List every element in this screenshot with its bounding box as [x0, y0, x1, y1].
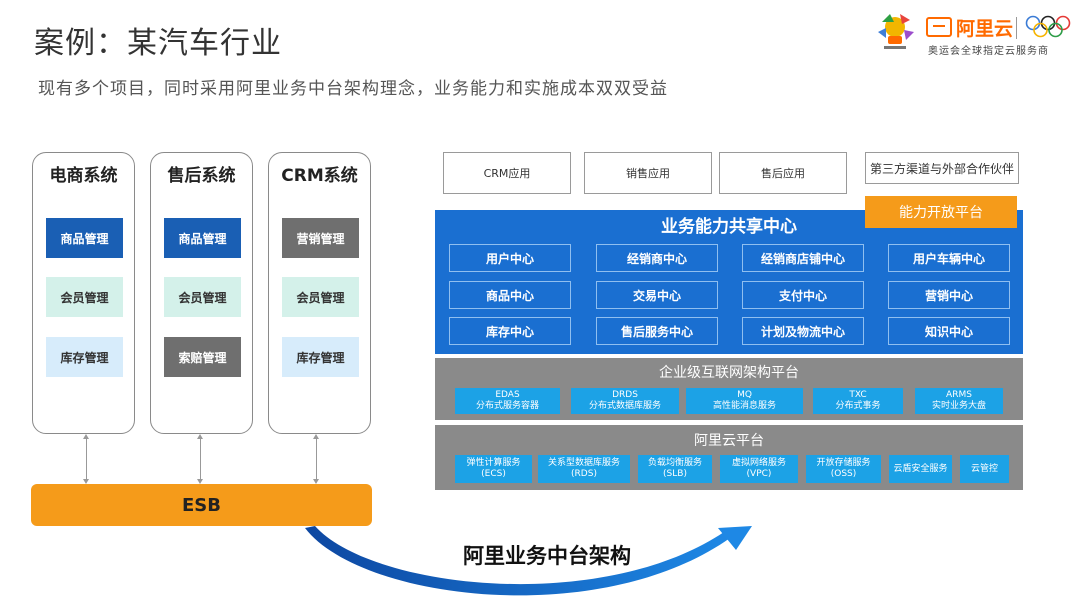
cloud-service-box: 开放存储服务(OSS)	[806, 455, 881, 483]
service-desc: (SLB)	[663, 469, 687, 479]
service-desc: 高性能消息服务	[712, 401, 776, 411]
capability-box: 商品中心	[449, 281, 571, 309]
app-box-sales: 销售应用	[584, 152, 712, 194]
connector-arrow-down	[197, 479, 203, 484]
olympic-rings-icon	[1025, 15, 1071, 38]
capability-box: 库存中心	[449, 317, 571, 345]
connector-arrow-up	[83, 434, 89, 439]
connector-line	[316, 438, 317, 480]
module-box: 营销管理	[282, 218, 359, 258]
service-name: 关系型数据库服务	[547, 458, 620, 468]
module-box: 会员管理	[282, 277, 359, 317]
enterprise-platform-title: 企业级互联网架构平台	[659, 365, 799, 381]
after-sales-system: 售后系统 商品管理 会员管理 索赔管理	[150, 152, 253, 434]
connector-line	[200, 438, 201, 480]
transformation-arrow-icon	[305, 526, 752, 596]
capability-box: 知识中心	[888, 317, 1010, 345]
service-name: 云盾安全服务	[893, 463, 948, 474]
service-name: 弹性计算服务	[466, 458, 521, 468]
capability-box: 经销商店铺中心	[742, 244, 864, 272]
capability-box: 用户中心	[449, 244, 571, 272]
system-title: CRM系统	[281, 166, 358, 186]
ecommerce-system: 电商系统 商品管理 会员管理 库存管理	[32, 152, 135, 434]
crm-system: CRM系统 营销管理 会员管理 库存管理	[268, 152, 371, 434]
capability-box: 交易中心	[596, 281, 718, 309]
shared-center-title: 业务能力共享中心	[661, 217, 797, 237]
connector-arrow-up	[197, 434, 203, 439]
service-desc: 实时业务大盘	[931, 401, 986, 411]
service-desc: 分布式数据库服务	[588, 401, 661, 411]
cloud-service-box: 负载均衡服务(SLB)	[638, 455, 712, 483]
service-desc: (OSS)	[830, 469, 857, 479]
logo-divider	[1016, 17, 1017, 39]
esb-bus: ESB	[31, 484, 372, 526]
logo-tagline: 奥运会全球指定云服务商	[928, 46, 1049, 57]
page-title: 案例：某汽车行业	[34, 26, 282, 61]
service-name: TXC	[849, 390, 867, 400]
connector-arrow-down	[313, 479, 319, 484]
cloud-service-box: 关系型数据库服务(RDS)	[538, 455, 630, 483]
shared-capability-center	[435, 210, 1023, 354]
service-name: ARMS	[946, 390, 972, 400]
service-desc: (ECS)	[481, 469, 506, 479]
cloud-service-box: 弹性计算服务(ECS)	[455, 455, 532, 483]
service-desc: (VPC)	[746, 469, 772, 479]
service-name: EDAS	[495, 390, 520, 400]
capability-box: 营销中心	[888, 281, 1010, 309]
connector-line	[86, 438, 87, 480]
app-box-crm: CRM应用	[443, 152, 571, 194]
cloud-service-box: 云盾安全服务	[889, 455, 952, 483]
connector-arrow-up	[313, 434, 319, 439]
module-box: 商品管理	[164, 218, 241, 258]
service-name: DRDS	[612, 390, 638, 400]
aliyun-bracket-icon	[926, 17, 952, 37]
cloud-service-box: 云管控	[960, 455, 1009, 483]
module-box: 商品管理	[46, 218, 123, 258]
module-box: 会员管理	[46, 277, 123, 317]
app-box-after-sales: 售后应用	[719, 152, 847, 194]
system-title: 电商系统	[49, 166, 118, 186]
cloud-service-box: 虚拟网络服务(VPC)	[720, 455, 798, 483]
module-box: 库存管理	[46, 337, 123, 377]
module-box: 会员管理	[164, 277, 241, 317]
app-box-partners: 第三方渠道与外部合作伙伴	[865, 152, 1019, 184]
connector-arrow-down	[83, 479, 89, 484]
page-subtitle: 现有多个项目，同时采用阿里业务中台架构理念，业务能力和实施成本双双受益	[38, 79, 668, 99]
service-name: MQ	[737, 390, 752, 400]
module-box: 库存管理	[282, 337, 359, 377]
architecture-label: 阿里业务中台架构	[463, 544, 631, 568]
aliyun-logo: 阿里云	[926, 14, 1013, 41]
service-name: 负载均衡服务	[647, 458, 702, 468]
capability-box: 计划及物流中心	[742, 317, 864, 345]
module-box: 索赔管理	[164, 337, 241, 377]
service-name: 虚拟网络服务	[731, 458, 786, 468]
capability-box: 用户车辆中心	[888, 244, 1010, 272]
service-name: 开放存储服务	[816, 458, 871, 468]
system-title: 售后系统	[167, 166, 236, 186]
service-desc: (RDS)	[571, 469, 597, 479]
service-name: 云管控	[970, 463, 998, 474]
service-desc: 分布式服务容器	[475, 401, 539, 411]
capability-box: 支付中心	[742, 281, 864, 309]
service-desc: 分布式事务	[835, 401, 881, 411]
olympic-mascot-icon	[878, 14, 914, 49]
brand-name: 阿里云	[956, 18, 1014, 40]
cloud-platform-title: 阿里云平台	[694, 433, 764, 449]
capability-box: 经销商中心	[596, 244, 718, 272]
capability-box: 售后服务中心	[596, 317, 718, 345]
open-platform-box: 能力开放平台	[865, 196, 1017, 228]
